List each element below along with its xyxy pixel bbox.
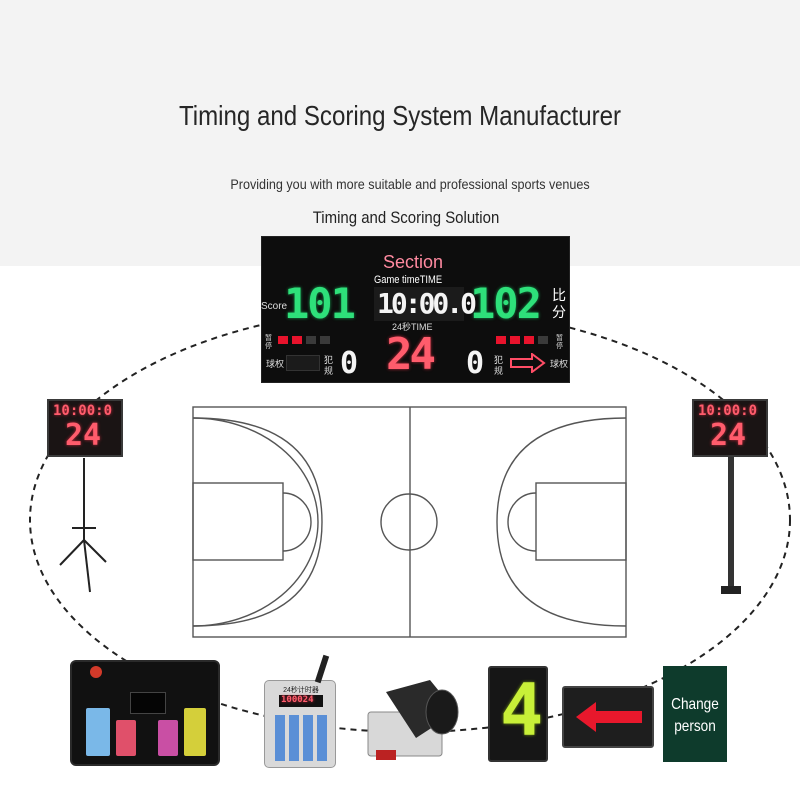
right-shot-clock-time: 10:00:0 — [698, 403, 758, 419]
left-timeout-led-4 — [320, 336, 330, 344]
page-subtitle: Providing you with more suitable and pro… — [230, 176, 590, 192]
right-pole-stand — [721, 456, 741, 594]
right-timeout-led-4 — [538, 336, 548, 344]
left-arrow-icon — [576, 702, 642, 732]
console-keypad-blue — [86, 708, 110, 756]
score-cn-label: 比分 — [552, 287, 566, 320]
right-timeout-led-1 — [496, 336, 506, 344]
main-scoreboard: Section Game timeTIME Score 101 10:00.0 … — [261, 236, 570, 383]
possession-arrow-icon — [510, 353, 546, 373]
right-foul-label: 犯规 — [494, 355, 504, 376]
shot-clock-label: 24秒TIME — [392, 322, 433, 332]
remote-title: 24秒计时器 — [283, 687, 319, 694]
left-possession-panel — [286, 355, 320, 371]
remote-keypad — [275, 715, 327, 761]
right-timeout-led-3 — [524, 336, 534, 344]
player-number-digit: 4 — [500, 668, 544, 752]
power-button-icon — [90, 666, 102, 678]
home-fouls: 0 — [340, 346, 359, 381]
left-timeout-led-1 — [278, 336, 288, 344]
change-person-line2: person — [674, 718, 716, 735]
player-number-board: 4 — [488, 666, 548, 762]
score-label: Score — [261, 301, 288, 312]
away-fouls: 0 — [466, 346, 485, 381]
possession-arrow-board — [562, 686, 654, 748]
left-shot-clock-time: 10:00:0 — [53, 403, 113, 419]
left-tripod-stand — [59, 458, 107, 593]
left-pause-label: 暂停 — [265, 335, 272, 350]
remote-display: 100024 — [279, 695, 323, 707]
home-score: 101 — [284, 279, 356, 328]
console-keypad-red — [116, 720, 136, 756]
right-shot-clock-seconds: 24 — [710, 418, 747, 453]
console-keypad-purple — [158, 720, 178, 756]
left-shot-clock: 10:00:0 24 — [47, 399, 123, 457]
left-possession-label: 球权 — [266, 359, 285, 369]
right-possession-label: 球权 — [550, 359, 569, 369]
left-timeout-led-3 — [306, 336, 316, 344]
header-background — [0, 0, 800, 266]
left-foul-label: 犯规 — [324, 355, 334, 376]
game-time-display: 10:00.0 — [377, 287, 477, 320]
right-pause-label: 暂停 — [556, 335, 563, 350]
basketball-court — [192, 406, 627, 638]
change-person-text: Change person — [668, 694, 722, 738]
page-subtitle-solution: Timing and Scoring Solution — [312, 208, 500, 227]
control-console — [70, 660, 220, 766]
shot-clock-display: 24 — [386, 329, 436, 380]
change-person-card: Change person — [663, 666, 727, 762]
page-title: Timing and Scoring System Manufacturer — [178, 100, 622, 131]
shot-clock-remote: 24秒计时器 100024 — [264, 654, 336, 768]
section-label: Section — [383, 252, 444, 272]
console-keypad-yellow — [184, 708, 206, 756]
away-score: 102 — [470, 279, 542, 328]
console-display — [130, 692, 166, 714]
right-timeout-led-2 — [510, 336, 520, 344]
horn-speaker-icon — [367, 680, 459, 760]
game-time-label: Game timeTIME — [374, 274, 443, 286]
left-shot-clock-seconds: 24 — [65, 418, 102, 453]
left-timeout-led-2 — [292, 336, 302, 344]
game-time-panel — [374, 287, 464, 321]
right-shot-clock: 10:00:0 24 — [692, 399, 768, 457]
change-person-line1: Change — [671, 696, 719, 713]
